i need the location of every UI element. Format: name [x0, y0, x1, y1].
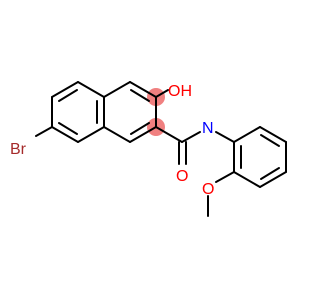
bond-c7-c6-inner	[58, 122, 78, 135]
bond-ph2-ph3	[259, 126, 287, 143]
atom-label-hydroxyl: OH	[168, 83, 192, 100]
molecule-canvas: Br OH N O O	[10, 81, 287, 217]
bond-c4a-c4	[103, 81, 131, 98]
bond-ph4-ph5	[259, 171, 287, 188]
bond-c2-c1	[129, 126, 157, 143]
atom-label-ether-o: O	[202, 181, 214, 198]
bond-c4-c3-inner	[130, 89, 150, 102]
bond-c6-c5	[77, 126, 105, 143]
bond-c2-c1-inner	[130, 122, 150, 135]
bond-c8a-c8	[51, 81, 79, 98]
bond-c4a-c8a	[77, 81, 105, 98]
bond-c1-c5	[103, 126, 131, 143]
bond-n-phenyl	[215, 131, 235, 143]
atom-label-amide-n: N	[202, 120, 214, 137]
bond-c7-br	[35, 126, 53, 137]
bond-c8a-c8-inner	[58, 89, 78, 102]
bond-ph6-ether-o	[215, 171, 235, 183]
bond-ph4-ph5-inner	[260, 167, 280, 180]
bond-carbonyl-n	[181, 131, 201, 143]
molecule-structure: Br OH N O O	[10, 81, 287, 217]
atom-label-br: Br	[10, 141, 27, 158]
bond-ph2-ph3-inner	[260, 134, 280, 147]
atom-label-carbonyl-o: O	[176, 168, 188, 185]
bond-ph5-ph6	[233, 171, 261, 188]
bond-c3-oh	[155, 89, 169, 98]
bond-c7-c6	[51, 126, 79, 143]
bond-ph1-ph2	[233, 126, 261, 143]
bond-c2-carbonyl	[155, 126, 183, 143]
bond-c4-c3	[129, 81, 157, 98]
